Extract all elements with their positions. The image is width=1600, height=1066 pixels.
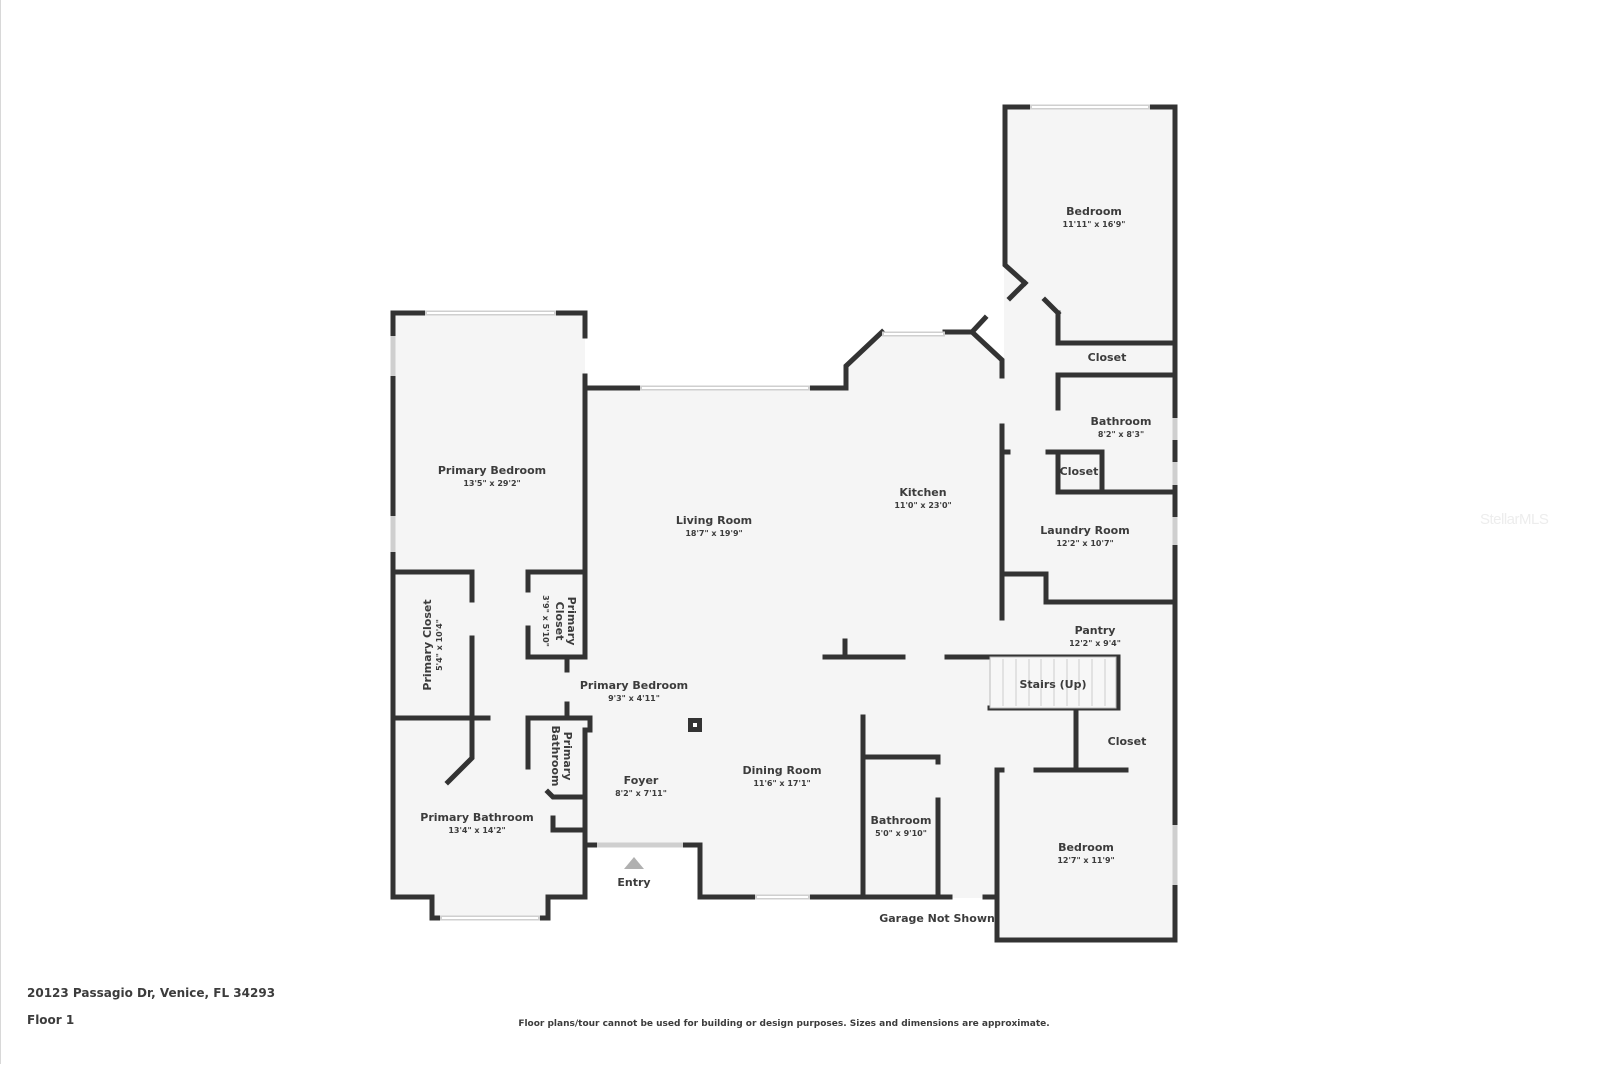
room-stairs-name: Stairs (Up): [1019, 678, 1086, 691]
disclaimer: Floor plans/tour cannot be used for buil…: [518, 1019, 1050, 1029]
room-closet-upper-name: Closet: [1088, 351, 1127, 364]
room-primary-closet-small-name-2: Closet: [553, 602, 566, 641]
room-primary-bathroom-dims: 13'4" x 14'2": [448, 826, 505, 835]
room-primary-bedroom-hall-name: Primary Bedroom: [580, 679, 688, 692]
room-bedroom-ne-name: Bedroom: [1066, 205, 1122, 218]
entry-arrow-icon: [624, 857, 644, 869]
room-foyer-name: Foyer: [624, 774, 659, 787]
room-primary-bathroom-small-name: Primary: [561, 732, 574, 781]
room-bedroom-se-name: Bedroom: [1058, 841, 1114, 854]
room-primary-closet-large-name: Primary Closet: [421, 599, 434, 690]
room-laundry-name: Laundry Room: [1040, 524, 1129, 537]
room-living-room-name: Living Room: [676, 514, 752, 527]
room-closet-small-name: Closet: [1060, 465, 1099, 478]
room-primary-bedroom-dims: 13'5" x 29'2": [463, 479, 520, 488]
floor-label: Floor 1: [27, 1013, 75, 1027]
room-primary-bedroom-hall-dims: 9'3" x 4'11": [608, 694, 660, 703]
room-dining-dims: 11'6" x 17'1": [753, 779, 810, 788]
room-kitchen-name: Kitchen: [899, 486, 946, 499]
room-primary-bedroom-name: Primary Bedroom: [438, 464, 546, 477]
room-dining-name: Dining Room: [742, 764, 821, 777]
column-icon: [688, 718, 702, 732]
room-primary-bathroom-small-name-2: Bathroom: [549, 726, 562, 787]
property-address: 20123 Passagio Dr, Venice, FL 34293: [27, 986, 276, 1000]
room-bedroom-se-dims: 12'7" x 11'9": [1057, 856, 1114, 865]
garage-note: Garage Not Shown: [879, 912, 995, 925]
walls: [390, 104, 1178, 943]
room-bathroom-lower-dims: 5'0" x 9'10": [875, 829, 927, 838]
room-laundry-dims: 12'2" x 10'7": [1056, 539, 1113, 548]
room-bedroom-ne-dims: 11'11" x 16'9": [1063, 220, 1126, 229]
entry-label: Entry: [617, 876, 650, 889]
stairs: [989, 656, 1117, 709]
room-pantry-dims: 12'2" x 9'4": [1069, 639, 1121, 648]
room-closet-lower-name: Closet: [1108, 735, 1147, 748]
room-kitchen-dims: 11'0" x 23'0": [894, 501, 951, 510]
room-primary-closet-large-dims: 5'4" x 10'4": [435, 619, 444, 671]
room-primary-closet-small-dims: 3'9" x 5'10": [541, 595, 550, 647]
room-foyer-dims: 8'2" x 7'11": [615, 789, 667, 798]
room-bathroom-upper-dims: 8'2" x 8'3": [1098, 430, 1144, 439]
room-labels: Bedroom 11'11" x 16'9" Primary Bedroom 1…: [420, 205, 1151, 925]
room-pantry-name: Pantry: [1075, 624, 1116, 637]
room-living-room-dims: 18'7" x 19'9": [685, 529, 742, 538]
windows: [390, 104, 1178, 921]
room-bathroom-lower-name: Bathroom: [871, 814, 932, 827]
room-bathroom-upper-name: Bathroom: [1091, 415, 1152, 428]
room-primary-bathroom-name: Primary Bathroom: [420, 811, 533, 824]
watermark: StellarMLS: [1480, 511, 1549, 528]
room-primary-closet-small-name: Primary: [565, 597, 578, 646]
